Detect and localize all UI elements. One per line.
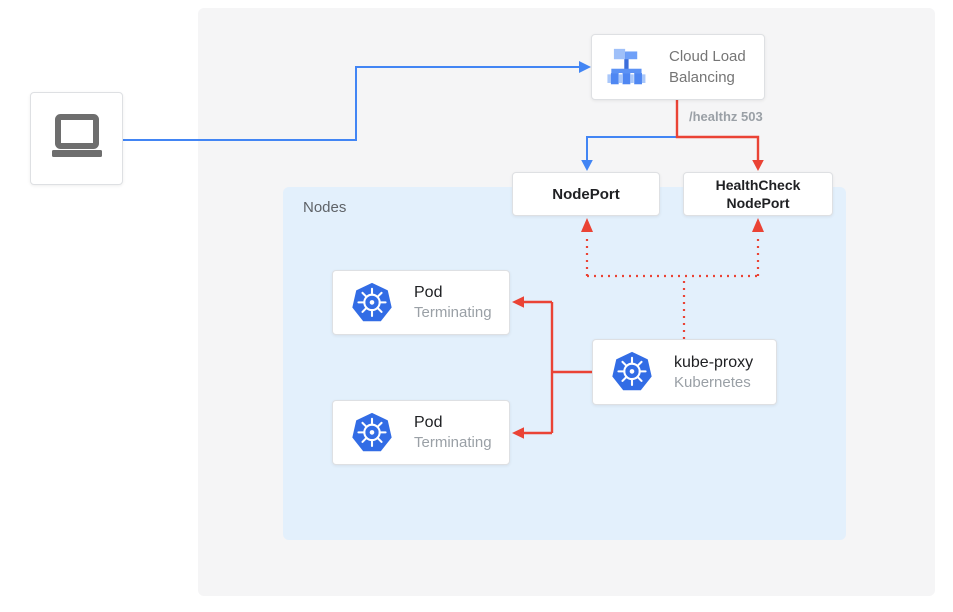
- kubernetes-icon: [350, 281, 394, 325]
- nodeport-node: NodePort: [512, 172, 660, 216]
- kubernetes-icon: [350, 411, 394, 455]
- nodes-panel-label: Nodes: [303, 199, 347, 216]
- healthcheck-nodeport-label: HealthCheck NodePort: [715, 177, 801, 211]
- pod-terminating-node-2: Pod Terminating: [332, 400, 510, 465]
- cloud-load-balancing-icon: [605, 48, 647, 86]
- pod-text: Pod Terminating: [414, 412, 492, 453]
- healthcheck-nodeport-node: HealthCheck NodePort: [683, 172, 833, 216]
- nodeport-label: NodePort: [552, 185, 620, 203]
- pod-title: Pod: [414, 284, 443, 301]
- cloud-load-balancing-node: Cloud Load Balancing: [591, 34, 765, 100]
- pod-text: Pod Terminating: [414, 282, 492, 323]
- kubernetes-icon: [610, 350, 654, 394]
- cloud-load-balancing-label: Cloud Load Balancing: [669, 48, 746, 86]
- kube-proxy-node: kube-proxy Kubernetes: [592, 339, 777, 405]
- pod-title: Pod: [414, 414, 443, 431]
- pod-status: Terminating: [414, 434, 492, 451]
- pod-status: Terminating: [414, 304, 492, 321]
- client-node: [30, 92, 123, 185]
- pod-terminating-node-1: Pod Terminating: [332, 270, 510, 335]
- healthz-status-label: /healthz 503: [689, 109, 763, 124]
- kube-proxy-text: kube-proxy Kubernetes: [674, 352, 753, 393]
- laptop-icon: [45, 111, 109, 167]
- kube-proxy-title: kube-proxy: [674, 353, 754, 371]
- kube-proxy-subtitle: Kubernetes: [674, 373, 751, 391]
